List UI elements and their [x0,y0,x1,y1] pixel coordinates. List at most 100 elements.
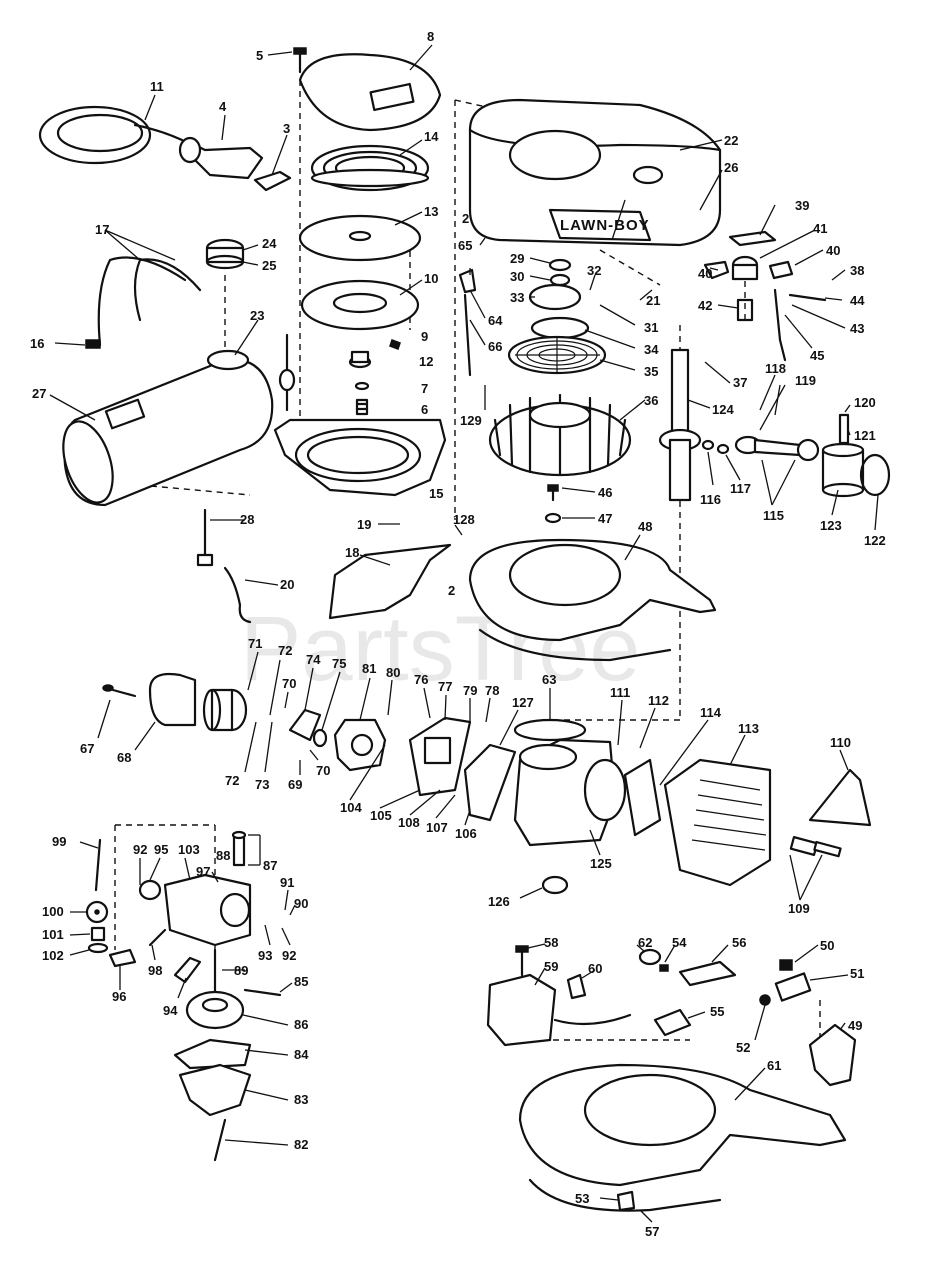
callout-8: 8 [427,29,434,44]
reed-block [408,716,472,797]
fuel-tank [62,349,274,507]
callout-121: 121 [854,428,876,443]
callout-92-right: 92 [282,948,296,963]
small-screw-9 [389,339,401,350]
callout-77: 77 [438,679,452,694]
long-bolt [278,333,296,412]
starter-cover [298,53,442,132]
callout-11: 11 [150,79,164,94]
gasket-106 [463,743,517,822]
housing-brand-label: LAWN-BOY [560,217,650,234]
cylinder [663,758,772,887]
screw-top [293,47,307,74]
lower-deck-plate [518,1063,847,1212]
callout-33: 33 [510,290,524,305]
callout-98: 98 [148,963,162,978]
callout-112: 112 [648,693,669,708]
callout-7: 7 [421,381,428,396]
callout-91: 91 [280,875,294,890]
callout-92-left: 92 [133,842,147,857]
callout-3: 3 [283,121,290,136]
callout-45: 45 [810,348,824,363]
leader-lines [49,44,879,1223]
callout-56: 56 [732,935,746,950]
callout-78: 78 [485,683,499,698]
switch-56 [678,960,737,987]
callout-13: 13 [424,204,438,219]
callout-96: 96 [112,989,126,1004]
float-86 [185,990,245,1030]
callout-67: 67 [80,741,94,756]
flywheel [488,393,632,477]
callout-72-top: 72 [278,643,292,658]
callout-47: 47 [598,511,612,526]
callout-83: 83 [294,1092,308,1107]
connecting-rod [734,435,820,462]
callout-107: 107 [426,820,448,835]
gasket-63 [513,718,587,742]
callout-94: 94 [163,1003,178,1018]
strap-bolt [85,339,101,349]
callout-100: 100 [42,904,64,919]
callout-15: 15 [429,486,443,501]
callout-20: 20 [280,577,294,592]
callout-118: 118 [765,361,786,376]
callout-22: 22 [724,133,738,148]
callout-101: 101 [42,927,64,942]
callout-99: 99 [52,834,66,849]
clip-53 [616,1190,636,1212]
callout-69: 69 [288,777,302,792]
callout-9: 9 [421,329,428,344]
callout-38: 38 [850,263,864,278]
pulley-disc [298,214,422,262]
spring-6 [355,398,369,416]
fuel-cap [205,238,245,270]
callout-25: 25 [262,258,276,273]
grass-screen [507,335,607,375]
spark-plug-cover [808,768,872,827]
callout-2-lower: 2 [448,583,455,598]
callout-82: 82 [294,1137,308,1152]
seal-126 [541,875,569,895]
callout-68: 68 [117,750,131,765]
callout-79: 79 [463,683,477,698]
callout-86: 86 [294,1017,308,1032]
callout-63: 63 [542,672,556,687]
callout-114: 114 [700,705,722,720]
starter-housing [273,418,447,497]
part-number-callouts: 5 8 11 4 3 14 13 10 9 12 7 6 15 22 26 17… [30,29,886,1239]
callout-72-bottom: 72 [225,773,239,788]
callout-106: 106 [455,826,477,841]
callout-64: 64 [488,313,503,328]
gear-100 [85,900,109,924]
callout-14: 14 [424,129,439,144]
callout-44: 44 [850,293,865,308]
callout-115: 115 [763,508,784,523]
baffle-shield [328,543,452,620]
pin-85 [243,988,282,997]
callout-95: 95 [154,842,168,857]
float-bowl-83 [178,1063,252,1117]
throttle-linkage [458,268,477,377]
callout-65: 65 [458,238,472,253]
callout-76: 76 [414,672,428,687]
callout-105: 105 [370,808,392,823]
callout-49: 49 [848,1018,862,1033]
callout-125: 125 [590,856,612,871]
callout-81: 81 [362,661,376,676]
callout-39: 39 [795,198,809,213]
callout-116: 116 [700,492,721,507]
carb-body [163,873,252,947]
plug-50-51 [774,959,812,1002]
bracket-49 [808,1023,857,1087]
callout-117: 117 [730,481,751,496]
callout-122: 122 [864,533,886,548]
blower-housing: LAWN-BOY [468,98,722,247]
callout-113: 113 [738,721,759,736]
drain-82 [213,1118,227,1162]
callout-19: 19 [357,517,371,532]
spring-98 [148,928,167,947]
callout-61: 61 [767,1058,781,1073]
callout-129: 129 [460,413,482,428]
